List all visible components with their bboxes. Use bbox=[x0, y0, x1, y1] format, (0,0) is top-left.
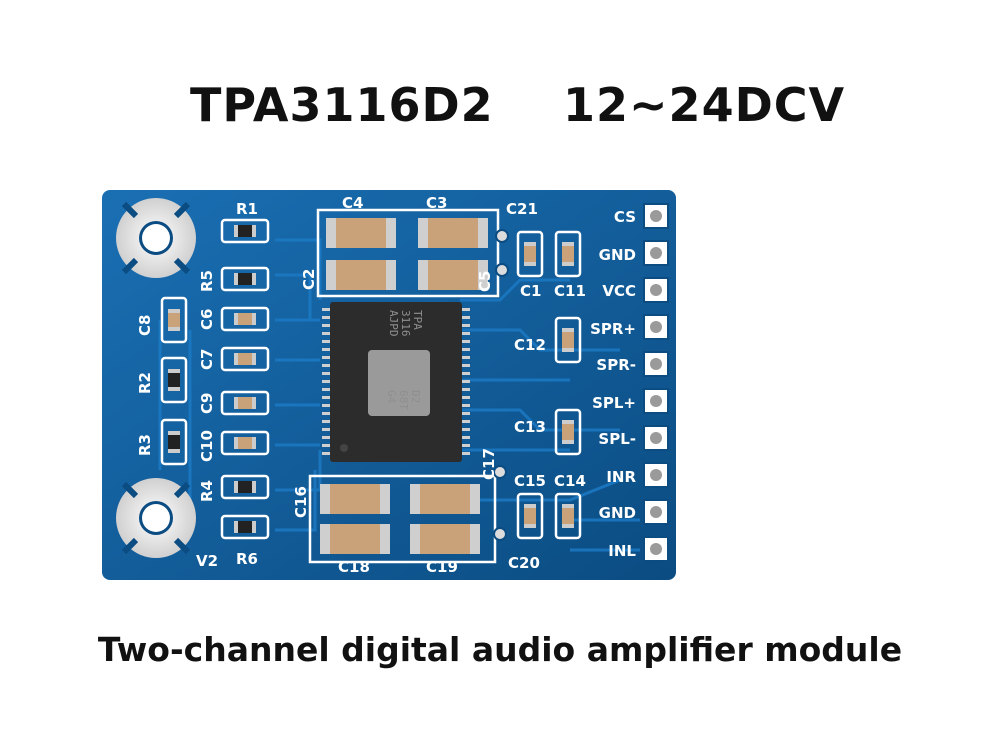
label-c11: C11 bbox=[554, 282, 586, 300]
label-c12: C12 bbox=[514, 336, 546, 354]
pcb-board: TPA 3116 AJPD D2 68T G4 R1 R5 C6 C7 C9 C… bbox=[102, 190, 676, 580]
pin-label-spl-minus: SPL- bbox=[598, 430, 636, 448]
label-r2: R2 bbox=[136, 372, 154, 394]
label-c3: C3 bbox=[426, 194, 447, 212]
label-c4: C4 bbox=[342, 194, 363, 212]
pin-header: CS GND VCC SPR+ SPR- SPL+ SPL- INR GND I… bbox=[590, 203, 669, 562]
label-c21: C21 bbox=[506, 200, 538, 218]
label-c7: C7 bbox=[198, 349, 216, 370]
left-components bbox=[160, 218, 270, 540]
label-c8: C8 bbox=[136, 315, 154, 336]
right-components bbox=[516, 230, 582, 540]
pin-label-spl-plus: SPL+ bbox=[592, 394, 636, 412]
label-c16: C16 bbox=[292, 486, 310, 518]
label-c15: C15 bbox=[514, 472, 546, 490]
label-r6: R6 bbox=[236, 550, 258, 568]
label-c1: C1 bbox=[520, 282, 541, 300]
label-r4: R4 bbox=[198, 480, 216, 502]
pin-label-gnd-1: GND bbox=[599, 246, 636, 264]
voltage-title: 12~24DCV bbox=[563, 78, 846, 132]
label-r3: R3 bbox=[136, 434, 154, 456]
label-c13: C13 bbox=[514, 418, 546, 436]
pin-label-inl: INL bbox=[608, 542, 636, 560]
header-holes bbox=[650, 210, 662, 555]
mounting-hole-top bbox=[116, 198, 196, 278]
label-r5: R5 bbox=[198, 270, 216, 292]
header-pads bbox=[643, 203, 669, 562]
amplifier-chip: TPA 3116 AJPD D2 68T G4 bbox=[322, 302, 470, 462]
chip-line-2: 3116 bbox=[399, 310, 412, 337]
label-c2: C2 bbox=[300, 269, 318, 290]
label-c17: C17 bbox=[480, 448, 498, 480]
pin-label-spr-minus: SPR- bbox=[596, 356, 636, 374]
mounting-hole-bottom bbox=[116, 478, 196, 558]
left-parts-bodies bbox=[168, 225, 256, 533]
label-c10: C10 bbox=[198, 430, 216, 462]
chip-line-3: AJPD bbox=[387, 310, 400, 337]
label-c5: C5 bbox=[476, 271, 494, 292]
headline: TPA3116D2 12~24DCV bbox=[0, 78, 1000, 148]
pin-label-spr-plus: SPR+ bbox=[590, 320, 636, 338]
top-capacitor-group bbox=[316, 208, 500, 298]
silkscreen-labels: R1 R5 C6 C7 C9 C10 R4 R6 C8 R2 R3 V2 C4 … bbox=[136, 194, 586, 576]
label-c18: C18 bbox=[338, 558, 370, 576]
pin-label-cs: CS bbox=[614, 208, 636, 226]
module-caption: Two-channel digital audio amplifier modu… bbox=[97, 630, 903, 669]
chip-line-4: D2 bbox=[409, 390, 422, 403]
chip-line-5: 68T bbox=[397, 390, 410, 410]
label-c14: C14 bbox=[554, 472, 586, 490]
label-c20: C20 bbox=[508, 554, 540, 572]
bottom-capacitor-group bbox=[308, 474, 497, 564]
pin-label-vcc: VCC bbox=[602, 282, 636, 300]
label-v2: V2 bbox=[196, 552, 218, 570]
label-c9: C9 bbox=[198, 393, 216, 414]
label-r1: R1 bbox=[236, 200, 258, 218]
vias bbox=[493, 229, 509, 541]
label-c6: C6 bbox=[198, 309, 216, 330]
chip-line-6: G4 bbox=[385, 390, 398, 404]
pin-label-gnd-2: GND bbox=[599, 504, 636, 522]
label-c19: C19 bbox=[426, 558, 458, 576]
model-title: TPA3116D2 bbox=[190, 78, 494, 132]
chip-line-1: TPA bbox=[411, 310, 424, 330]
pin-label-inr: INR bbox=[606, 468, 636, 486]
